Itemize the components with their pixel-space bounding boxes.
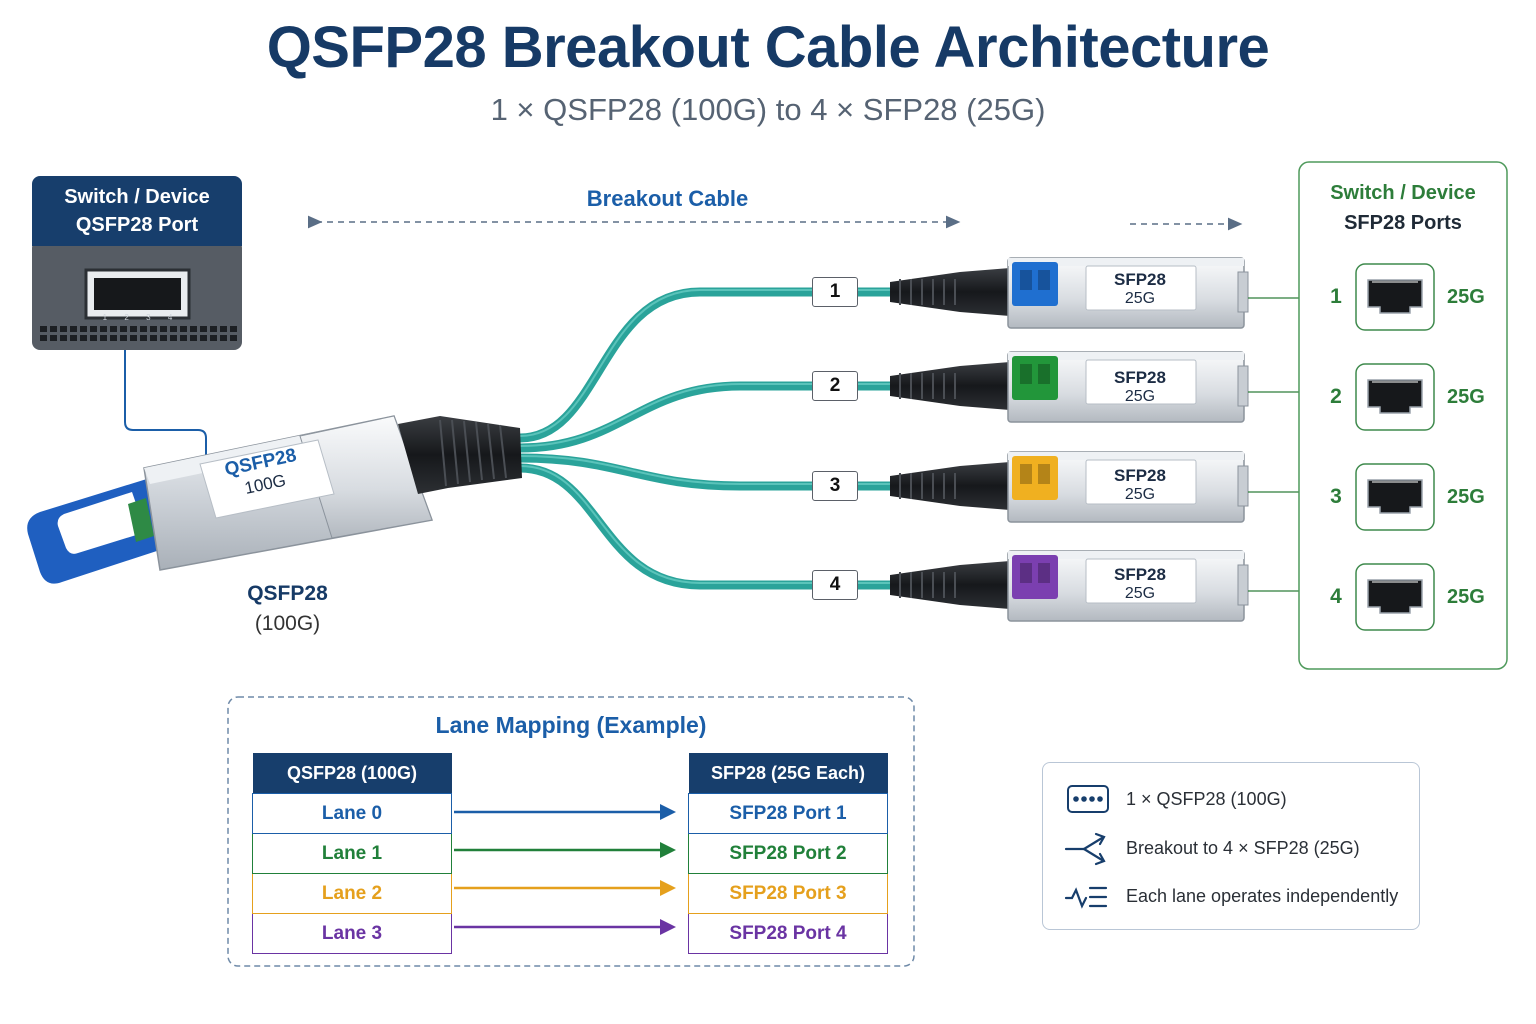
sfp-label-name: SFP28 xyxy=(1114,368,1166,387)
leg-tag-number: 3 xyxy=(812,471,858,501)
port-number: 4 xyxy=(1330,585,1342,608)
legend-item: Breakout to 4 × SFP28 (25G) xyxy=(1126,838,1360,858)
lanes-icon xyxy=(1064,886,1108,909)
leg-tag-number: 2 xyxy=(812,371,858,401)
port-number: 3 xyxy=(1330,485,1342,508)
legend-item: 1 × QSFP28 (100G) xyxy=(1126,789,1287,809)
sfp28-modules xyxy=(890,257,1318,622)
qsfp28-module xyxy=(27,415,522,584)
legend-box xyxy=(1042,762,1420,930)
lane-cell: Lane 1 xyxy=(252,833,452,874)
right-device-title: Switch / Device xyxy=(1330,182,1476,204)
left-switch-device xyxy=(32,240,242,455)
left-device-port-label: QSFP28 Port xyxy=(75,214,199,236)
lane-mapping-box xyxy=(227,696,915,967)
lane-mapping-title: Lane Mapping (Example) xyxy=(435,712,707,738)
qsfp-lane-table: QSFP28 (100G) Lane 0 Lane 1 Lane 2 Lane … xyxy=(252,753,452,954)
port-speed: 25G xyxy=(1447,586,1485,608)
lane-cell: Lane 3 xyxy=(252,913,452,954)
rj45-port-icon xyxy=(1355,363,1435,431)
split-icon xyxy=(1064,832,1106,866)
qsfp-lane-table-header: QSFP28 (100G) xyxy=(252,753,452,794)
leg-tag-number: 4 xyxy=(812,570,858,600)
port-cell: SFP28 Port 3 xyxy=(688,873,888,914)
sfp-label-speed: 25G xyxy=(1124,585,1156,602)
lane-cell: Lane 0 xyxy=(252,793,452,834)
lane-arrow xyxy=(454,842,676,858)
port-cell: SFP28 Port 1 xyxy=(688,793,888,834)
rj45-port-icon xyxy=(1355,463,1435,531)
port-number: 1 xyxy=(1330,285,1342,308)
port-number: 2 xyxy=(1330,385,1342,408)
sfp28-module xyxy=(890,451,1318,523)
port-speed: 25G xyxy=(1447,386,1485,408)
sfp28-module xyxy=(890,550,1318,622)
port-cell: SFP28 Port 2 xyxy=(688,833,888,874)
leg-tag: 1 xyxy=(812,277,858,307)
leg-tag: 4 xyxy=(812,570,858,600)
sfp-module-label: SFP28 25G xyxy=(1090,565,1190,603)
lane-arrow xyxy=(454,919,676,935)
breakout-cables xyxy=(515,287,905,590)
left-device-header: Switch / Device QSFP28 Port xyxy=(32,176,242,246)
sfp-label-name: SFP28 xyxy=(1114,270,1166,289)
sfp-label-speed: 25G xyxy=(1124,388,1156,405)
left-device-title: Switch / Device xyxy=(64,186,210,208)
right-device-subtitle: SFP28 Ports xyxy=(1344,212,1462,234)
breakout-cable-label: Breakout Cable xyxy=(586,186,749,211)
port-icon xyxy=(1067,785,1109,813)
qsfp-caption: QSFP28 xyxy=(247,582,328,605)
lane-arrows xyxy=(454,804,676,935)
sfp-module-label: SFP28 25G xyxy=(1090,368,1190,406)
sfp-module-label: SFP28 25G xyxy=(1090,466,1190,504)
sfp28-module xyxy=(890,257,1318,329)
sfp-port-table: SFP28 (25G Each) SFP28 Port 1 SFP28 Port… xyxy=(688,753,888,954)
rj45-port-icon xyxy=(1355,263,1435,331)
sfp-label-name: SFP28 xyxy=(1114,466,1166,485)
port-lane-number: 3 xyxy=(146,313,151,322)
port-lane-number: 2 xyxy=(124,313,129,322)
sfp28-module xyxy=(890,351,1318,423)
port-lane-numbers: 1 2 3 4 xyxy=(94,313,181,322)
page-title: QSFP28 Breakout Cable Architecture xyxy=(266,15,1270,80)
sfp-module-label: SFP28 25G xyxy=(1090,270,1190,308)
leg-tag-number: 1 xyxy=(812,277,858,307)
legend-item: Each lane operates independently xyxy=(1126,886,1399,906)
leg-tag: 2 xyxy=(812,371,858,401)
sfp-label-speed: 25G xyxy=(1124,486,1156,503)
port-lane-number: 1 xyxy=(102,313,108,322)
sfp-label-speed: 25G xyxy=(1124,290,1156,307)
port-speed: 25G xyxy=(1447,286,1485,308)
lane-arrow xyxy=(454,880,676,896)
lane-arrow xyxy=(454,804,676,820)
port-lane-number: 4 xyxy=(167,313,173,322)
sfp-label-name: SFP28 xyxy=(1114,565,1166,584)
port-speed: 25G xyxy=(1447,486,1485,508)
sfp28-ports xyxy=(1355,263,1435,631)
leg-tag: 3 xyxy=(812,471,858,501)
sfp-port-table-header: SFP28 (25G Each) xyxy=(688,753,888,794)
qsfp-caption-speed: (100G) xyxy=(254,612,321,635)
port-cell: SFP28 Port 4 xyxy=(688,913,888,954)
page-subtitle: 1 × QSFP28 (100G) to 4 × SFP28 (25G) xyxy=(490,92,1046,127)
lane-cell: Lane 2 xyxy=(252,873,452,914)
rj45-port-icon xyxy=(1355,563,1435,631)
